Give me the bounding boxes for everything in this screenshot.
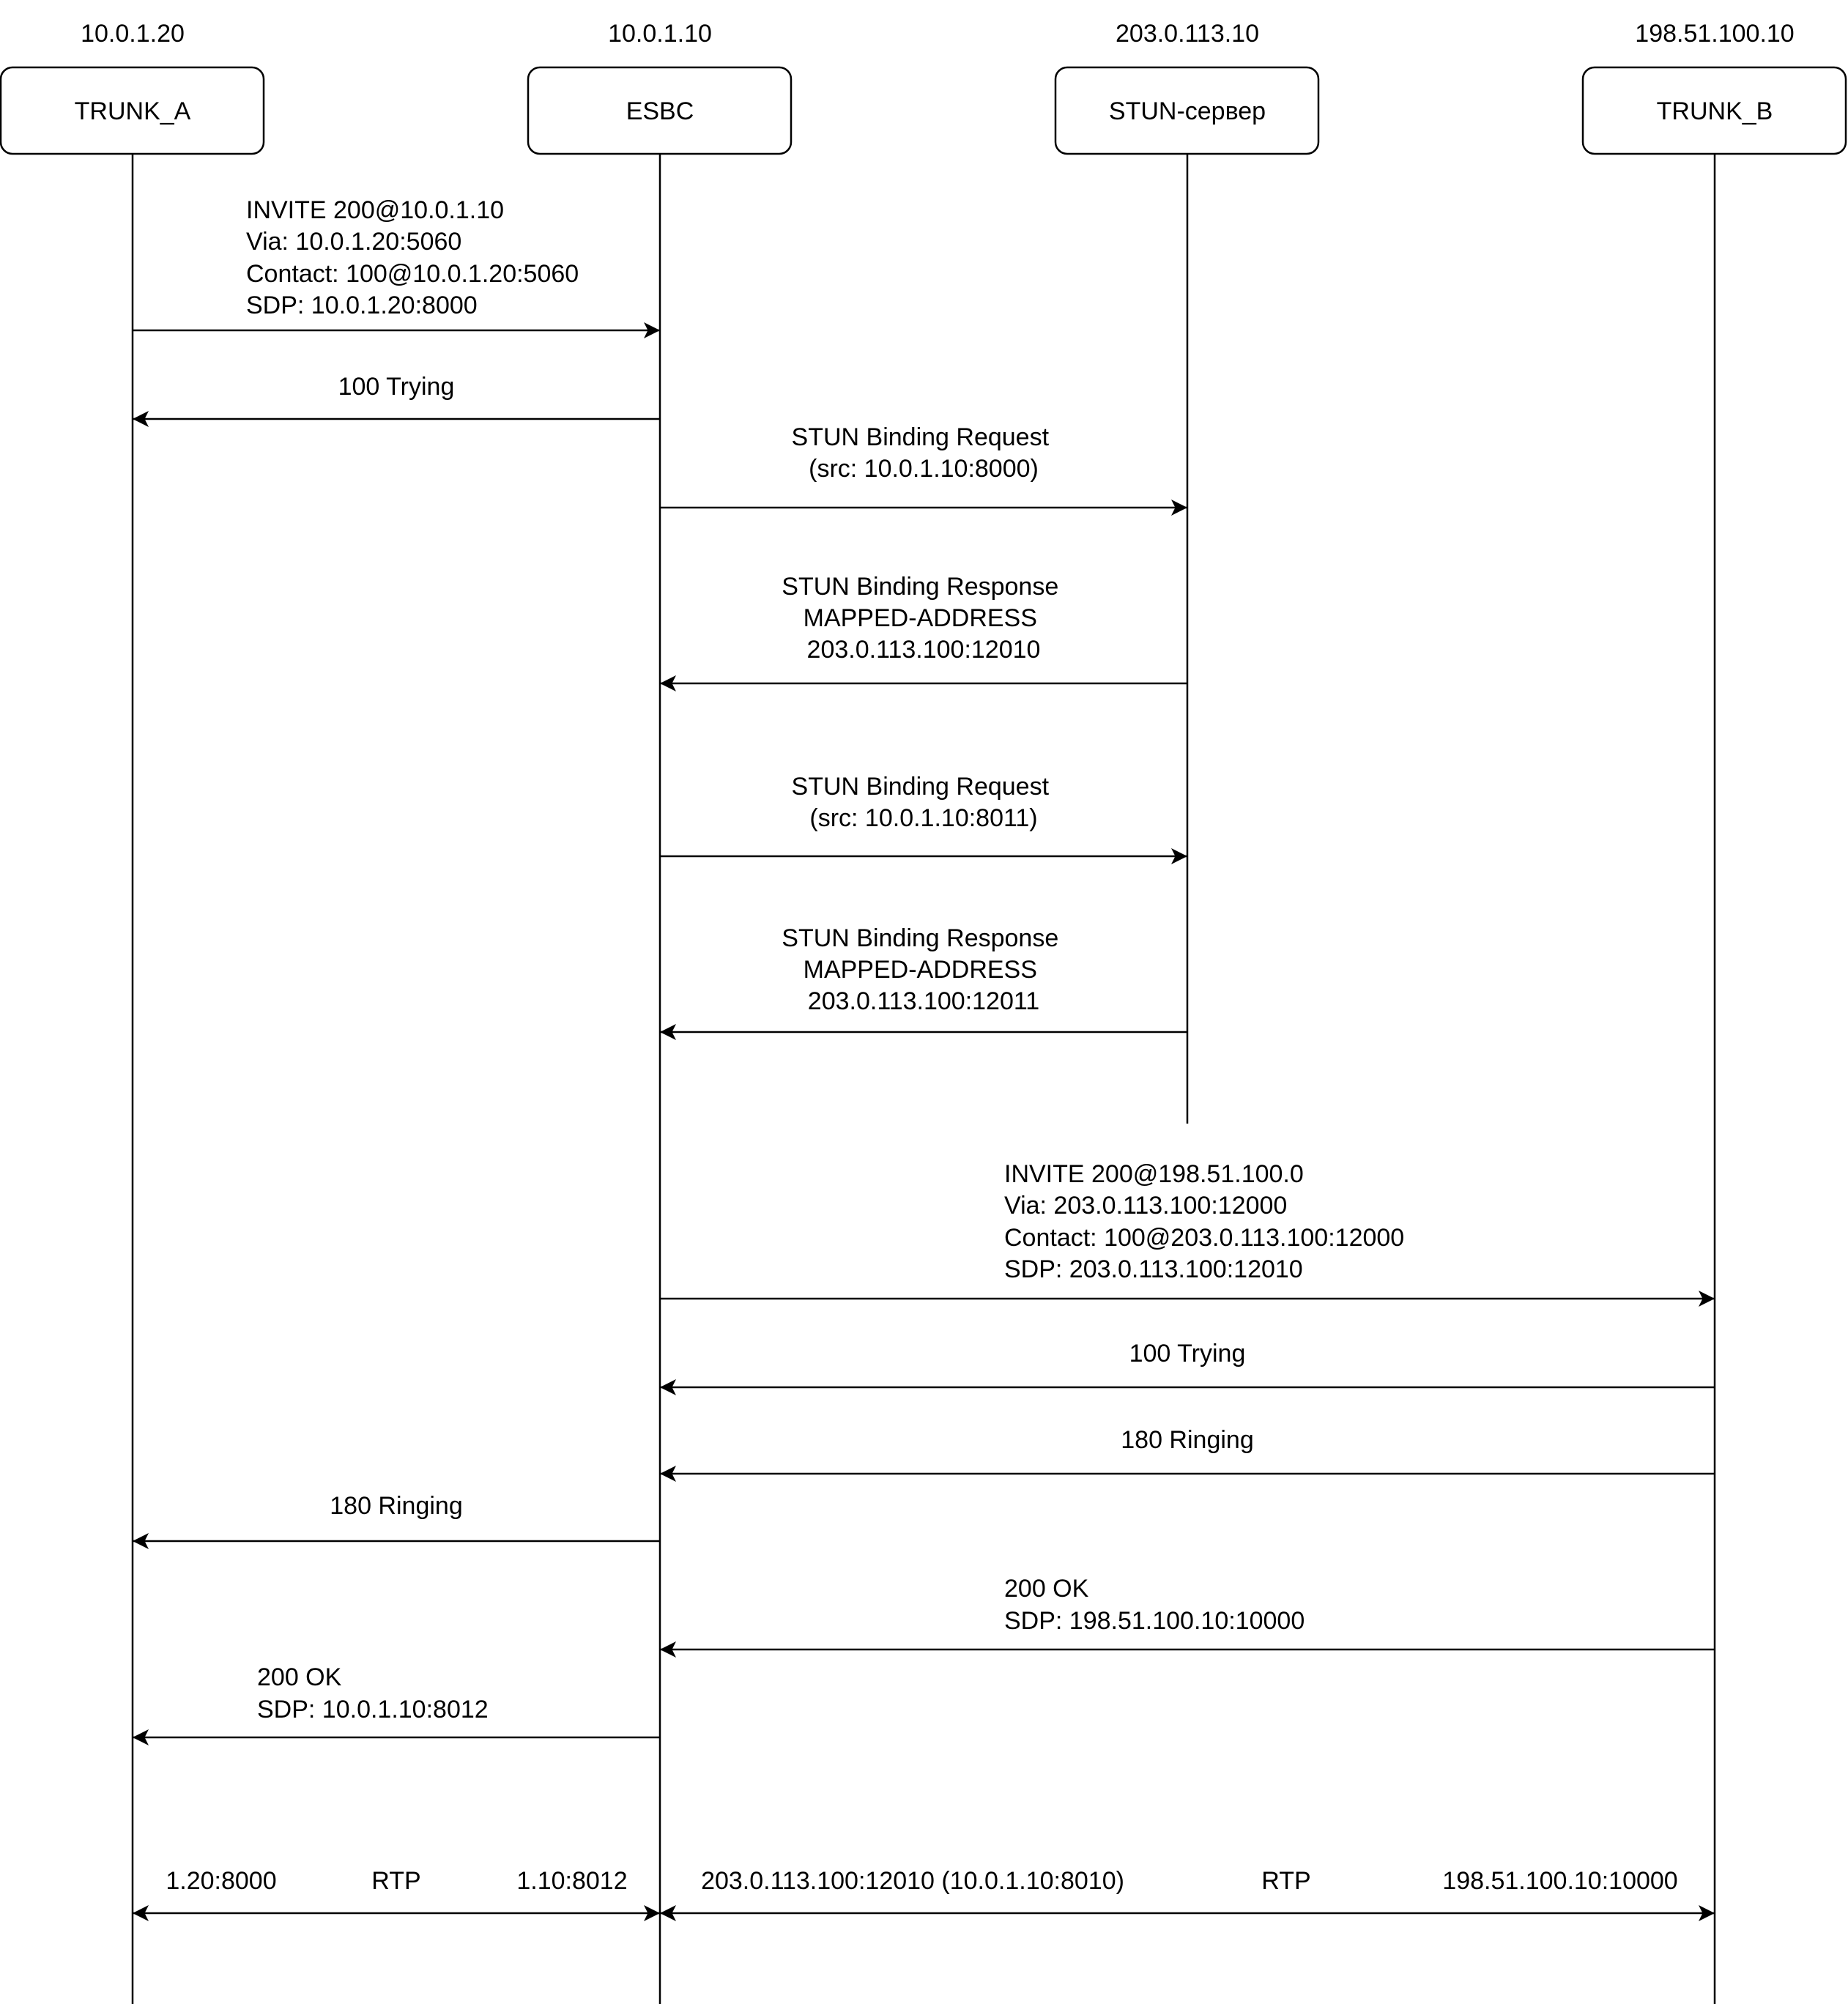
message-label: 200 OK SDP: 198.51.100.10:10000 bbox=[1004, 1575, 1305, 1635]
participant-ip: 198.51.100.10 bbox=[1635, 20, 1794, 48]
message-180-ringing-to-trunk-a: 180 Ringing bbox=[133, 1492, 660, 1549]
participant-name: ESBC bbox=[626, 97, 694, 125]
participant-esbc: 10.0.1.10 ESBC bbox=[527, 20, 793, 155]
rtp-label: RTP bbox=[371, 1867, 420, 1895]
participant-ip: 10.0.1.20 bbox=[81, 20, 185, 48]
message-invite-to-trunk-b: INVITE 200@198.51.100.0 Via: 203.0.113.1… bbox=[660, 1160, 1715, 1307]
message-invite-to-esbc: INVITE 200@10.0.1.10 Via: 10.0.1.20:5060… bbox=[133, 196, 660, 338]
rtp-stream-esbc-b: 203.0.113.100:12010 (10.0.1.10:8010) RTP… bbox=[660, 1867, 1715, 1921]
message-200-ok-to-trunk-a: 200 OK SDP: 10.0.1.10:8012 bbox=[133, 1663, 660, 1745]
message-100-trying-to-trunk-a: 100 Trying bbox=[133, 373, 660, 427]
rtp-stream-a-esbc: 1.20:8000 RTP 1.10:8012 bbox=[133, 1867, 660, 1921]
participant-name: TRUNK_B bbox=[1657, 97, 1773, 125]
message-stun-binding-request-1: STUN Binding Request (src: 10.0.1.10:800… bbox=[660, 423, 1187, 516]
message-label: INVITE 200@10.0.1.10 Via: 10.0.1.20:5060… bbox=[246, 196, 586, 319]
message-label: 180 Ringing bbox=[1121, 1426, 1253, 1454]
participant-name: TRUNK_A bbox=[75, 97, 191, 125]
message-100-trying-to-esbc: 100 Trying bbox=[660, 1340, 1715, 1395]
message-stun-binding-request-2: STUN Binding Request (src: 10.0.1.10:801… bbox=[660, 773, 1187, 864]
message-label: INVITE 200@198.51.100.0 Via: 203.0.113.1… bbox=[1004, 1160, 1411, 1283]
message-label: 200 OK SDP: 10.0.1.10:8012 bbox=[257, 1663, 489, 1723]
participant-ip: 203.0.113.10 bbox=[1116, 20, 1259, 48]
participant-trunk-a: 10.0.1.20 TRUNK_A bbox=[0, 20, 265, 155]
participant-stun-server: 203.0.113.10 STUN-сервер bbox=[1054, 20, 1320, 155]
message-label: STUN Binding Request (src: 10.0.1.10:801… bbox=[792, 773, 1056, 832]
message-label: 180 Ringing bbox=[330, 1492, 462, 1520]
participant-name: STUN-сервер bbox=[1109, 97, 1266, 125]
message-label: 100 Trying bbox=[1129, 1340, 1246, 1367]
participant-ip: 10.0.1.10 bbox=[608, 20, 712, 48]
participant-trunk-b: 198.51.100.10 TRUNK_B bbox=[1581, 20, 1847, 155]
rtp-right-endpoint: 198.51.100.10:10000 bbox=[1442, 1867, 1677, 1895]
message-label: STUN Binding Response MAPPED-ADDRESS 203… bbox=[782, 924, 1065, 1015]
rtp-left-endpoint: 203.0.113.100:12010 (10.0.1.10:8010) bbox=[701, 1867, 1124, 1895]
message-label: STUN Binding Request (src: 10.0.1.10:800… bbox=[792, 423, 1056, 483]
rtp-right-endpoint: 1.10:8012 bbox=[516, 1867, 627, 1895]
message-180-ringing-to-esbc: 180 Ringing bbox=[660, 1426, 1715, 1482]
rtp-label: RTP bbox=[1261, 1867, 1310, 1895]
rtp-left-endpoint: 1.20:8000 bbox=[166, 1867, 276, 1895]
message-200-ok-to-esbc: 200 OK SDP: 198.51.100.10:10000 bbox=[660, 1575, 1715, 1658]
message-stun-binding-response-2: STUN Binding Response MAPPED-ADDRESS 203… bbox=[660, 924, 1187, 1040]
message-label: 100 Trying bbox=[338, 373, 455, 401]
message-label: STUN Binding Response MAPPED-ADDRESS 203… bbox=[782, 573, 1065, 664]
message-stun-binding-response-1: STUN Binding Response MAPPED-ADDRESS 203… bbox=[660, 573, 1187, 691]
